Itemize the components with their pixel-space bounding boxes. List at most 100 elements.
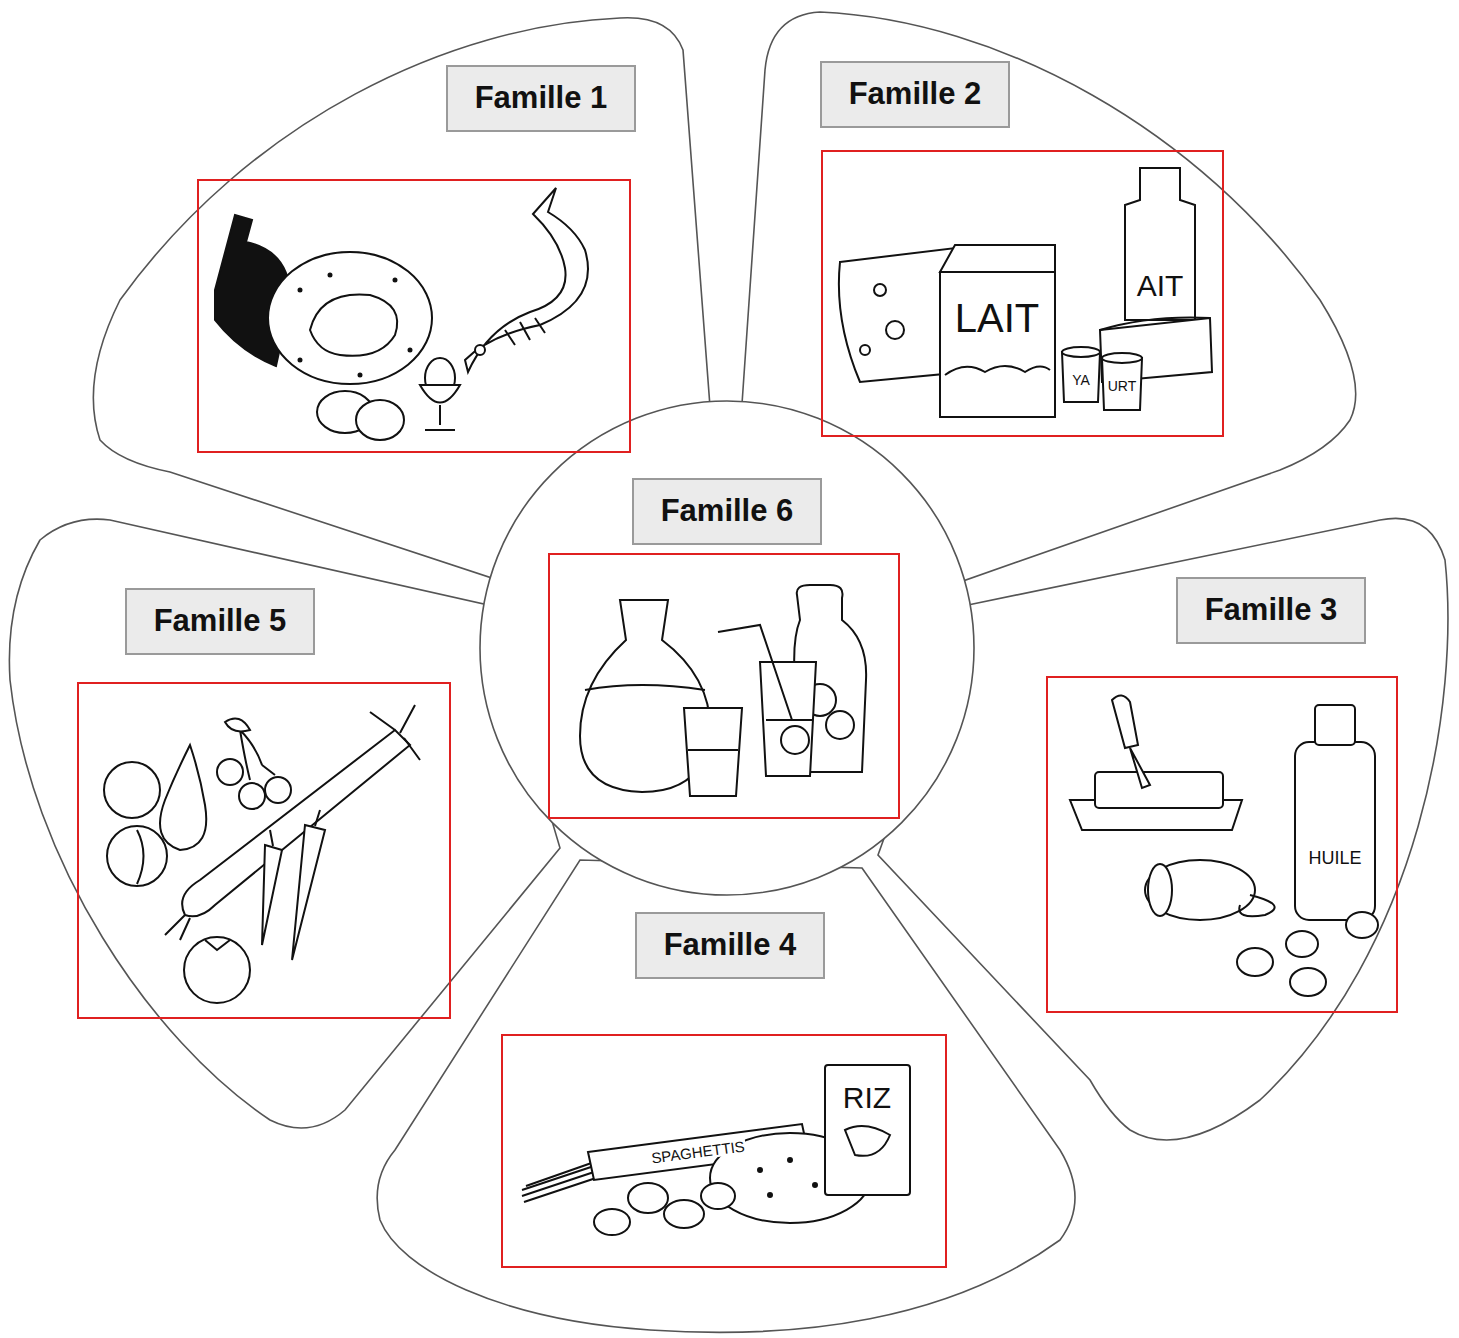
starch-drawing	[813, 1183, 817, 1187]
petal	[9, 519, 560, 1128]
dairy-drawing	[886, 321, 904, 339]
fruit-vegetable-drawing	[270, 810, 320, 846]
fats-drawing	[1130, 748, 1150, 788]
meat-fish-eggs-drawing	[268, 252, 432, 384]
meat-fish-eggs-drawing	[299, 289, 302, 292]
family-name: Famille 3	[1205, 592, 1338, 628]
petal	[9, 12, 1448, 1332]
fruit-vegetable-drawing	[165, 705, 420, 940]
meat-fish-eggs-drawing	[310, 294, 397, 355]
fats-drawing	[1315, 705, 1355, 745]
fruit-vegetable-drawing	[107, 826, 167, 886]
fats-drawing	[1148, 864, 1172, 916]
fats-drawing	[1295, 742, 1375, 920]
fruit-vegetable-drawing	[104, 762, 160, 818]
drinks-drawing	[585, 685, 705, 690]
dairy-drawing	[940, 245, 1055, 272]
fruit-vegetable-drawing	[265, 777, 291, 803]
drinks-drawing	[718, 625, 792, 720]
fats-drawing	[1286, 931, 1318, 957]
family-name: Famille 6	[661, 493, 794, 529]
meat-fish-eggs-drawing	[299, 359, 302, 362]
fats-drawing	[1112, 695, 1138, 748]
fruit-vegetable-drawing	[292, 825, 325, 960]
starch-drawing	[845, 1126, 890, 1156]
meat-fish-eggs-drawing	[329, 274, 332, 277]
family-label: Famille 2	[820, 61, 1010, 128]
fruit-vegetable-drawing	[182, 730, 410, 916]
dairy-drawing	[1062, 347, 1100, 357]
dairy-drawing	[1102, 353, 1142, 363]
picture-frame	[78, 683, 450, 1018]
meat-fish-eggs-drawing	[394, 279, 397, 282]
drinks-drawing	[760, 662, 816, 776]
picture-frame	[78, 151, 1397, 1267]
starch-drawing	[758, 1168, 762, 1172]
drinks-drawing	[781, 726, 809, 754]
fruit-vegetable-drawing	[137, 830, 144, 884]
starch-drawing	[628, 1183, 668, 1213]
meat-fish-eggs-drawing	[420, 385, 460, 403]
fats-drawing	[1145, 860, 1255, 920]
meat-fish-eggs-drawing	[475, 345, 485, 355]
package-label: RIZ	[842, 1083, 892, 1113]
drinks-drawing	[580, 585, 866, 796]
fats-drawing	[1346, 912, 1378, 938]
family-name: Famille 4	[664, 927, 797, 963]
starch-drawing	[664, 1200, 704, 1228]
dairy-drawing	[860, 345, 870, 355]
dairy-drawing	[945, 366, 1050, 375]
meat-fish-eggs-drawing	[409, 349, 412, 352]
family-label: Famille 4	[635, 912, 825, 979]
fats-drawing	[1239, 895, 1274, 916]
picture-frame	[822, 151, 1223, 436]
family-name: Famille 5	[154, 603, 287, 639]
dairy-drawing	[1102, 358, 1142, 410]
meat-fish-eggs-drawing	[465, 188, 588, 372]
package-label: HUILE	[1307, 849, 1362, 867]
fruit-vegetable-drawing	[104, 705, 420, 1003]
meat-fish-eggs-drawing	[356, 400, 404, 440]
family-label: Famille 5	[125, 588, 315, 655]
meat-fish-eggs-drawing	[359, 374, 362, 377]
fruit-vegetable-drawing	[240, 730, 275, 780]
picture-frame	[1047, 677, 1397, 1012]
fruit-vegetable-drawing	[205, 940, 230, 950]
picture-frame	[198, 180, 630, 452]
meat-fish-eggs-drawing	[505, 318, 545, 345]
package-label: AIT	[1136, 271, 1185, 301]
fruit-vegetable-drawing	[262, 845, 282, 945]
picture-frame	[549, 554, 899, 818]
fats-drawing	[1070, 695, 1378, 996]
fruit-vegetable-drawing	[225, 718, 250, 731]
meat-fish-eggs-drawing	[215, 188, 588, 440]
starch-drawing	[788, 1158, 792, 1162]
starch-drawing	[594, 1209, 630, 1235]
fruit-vegetable-drawing	[184, 937, 250, 1003]
package-label: LAIT	[954, 298, 1040, 338]
fruit-vegetable-drawing	[160, 745, 206, 850]
drinks-drawing	[826, 711, 854, 739]
fruit-vegetable-drawing	[239, 783, 265, 809]
fats-drawing	[1095, 772, 1223, 808]
dairy-drawing	[1100, 318, 1210, 331]
fats-drawing	[1237, 948, 1273, 976]
family-label: Famille 3	[1176, 577, 1366, 644]
dairy-drawing	[1125, 168, 1195, 320]
center-circle	[480, 401, 974, 895]
drinks-drawing	[684, 708, 742, 796]
family-label: Famille 6	[632, 478, 822, 545]
family-label: Famille 1	[446, 65, 636, 132]
family-name: Famille 1	[475, 80, 608, 116]
dairy-drawing	[940, 272, 1055, 417]
dairy-drawing	[874, 284, 886, 296]
starch-drawing	[522, 1065, 910, 1235]
meat-fish-eggs-drawing	[425, 405, 455, 430]
starch-drawing	[522, 1160, 602, 1202]
package-label: YA	[1071, 373, 1091, 387]
drinks-drawing	[766, 719, 812, 721]
starch-drawing	[768, 1193, 772, 1197]
starch-drawing	[825, 1065, 910, 1195]
